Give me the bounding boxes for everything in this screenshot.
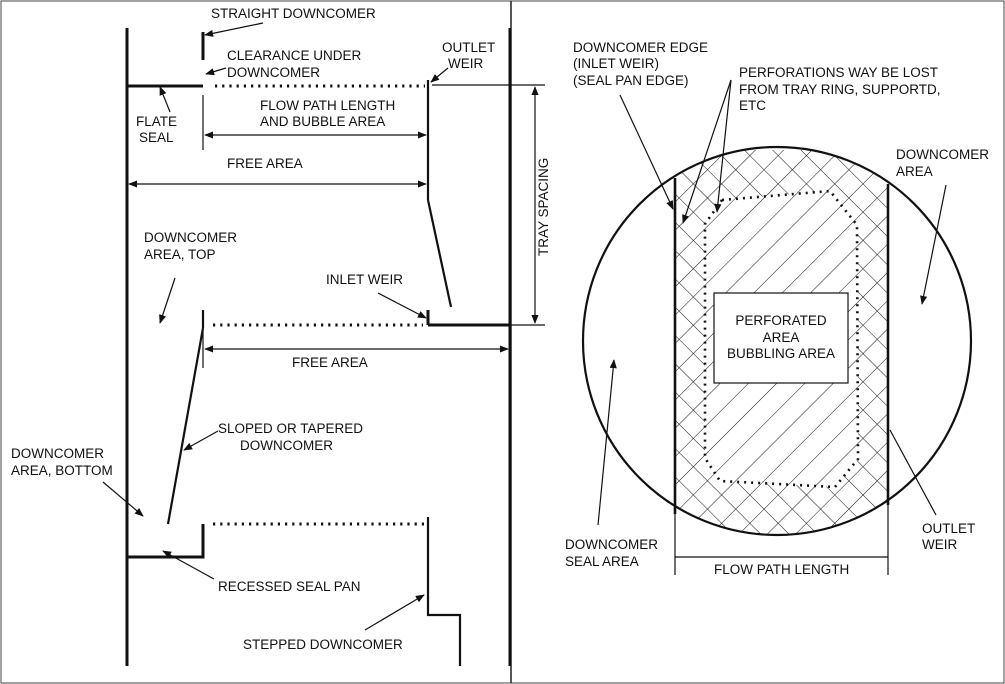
label-stepped-downcomer: STEPPED DOWNCOMER xyxy=(243,637,403,652)
label-perforated-1: PERFORATED xyxy=(735,313,827,328)
sloped-leader xyxy=(183,430,219,451)
label-downcomer-edge-1: DOWNCOMER EDGE xyxy=(573,40,708,55)
label-flow-path-2: AND BUBBLE AREA xyxy=(260,114,385,129)
label-flow-path-length: FLOW PATH LENGTH xyxy=(714,562,849,577)
label-downcomer-edge-2: (INLET WEIR) xyxy=(573,56,659,71)
label-free-area-mid: FREE AREA xyxy=(292,355,368,370)
stepped-downcomer xyxy=(426,517,462,666)
outlet-weir-leader-right xyxy=(889,429,937,516)
label-perforated-3: BUBBLING AREA xyxy=(727,346,835,361)
label-perforations-3: ETC xyxy=(739,98,766,113)
label-flow-path-1: FLOW PATH LENGTH xyxy=(260,98,395,113)
perforated-area-box xyxy=(713,292,849,384)
downcomer-edge-leader xyxy=(619,94,674,210)
label-free-area-top: FREE AREA xyxy=(227,156,303,171)
label-tray-spacing: TRAY SPACING xyxy=(536,158,551,256)
label-flate-seal-2: SEAL xyxy=(139,130,174,145)
outlet-weir-leader xyxy=(430,67,449,83)
label-downcomer-top-1: DOWNCOMER xyxy=(144,230,237,245)
flate-seal-leader xyxy=(159,86,171,113)
label-downcomer-bottom-1: DOWNCOMER xyxy=(11,446,104,461)
tray-plan-drawing: DOWNCOMER EDGE (INLET WEIR) (SEAL PAN ED… xyxy=(565,40,989,577)
downcomer-area-leader xyxy=(920,184,947,305)
straight-downcomer-leader xyxy=(204,22,264,37)
tray-circle xyxy=(581,145,973,537)
label-outlet-weir-1: OUTLET xyxy=(442,40,495,55)
label-perforated-2: AREA xyxy=(763,330,800,345)
label-flate-seal-1: FLATE xyxy=(136,114,177,129)
label-outlet-weir-2: WEIR xyxy=(448,56,483,71)
recessed-seal-pan xyxy=(127,524,205,559)
label-downcomer-area-1: DOWNCOMER xyxy=(896,147,989,162)
label-downcomer-bottom-2: AREA, BOTTOM xyxy=(11,463,113,478)
label-downcomer-area-2: AREA xyxy=(896,164,933,179)
label-perforations-2: FROM TRAY RING, SUPPORTD, xyxy=(739,82,941,97)
label-recessed-seal-pan: RECESSED SEAL PAN xyxy=(218,579,361,594)
label-outlet-weir-right-2: WEIR xyxy=(922,537,957,552)
label-downcomer-edge-3: (SEAL PAN EDGE) xyxy=(573,73,689,88)
clearance-leader xyxy=(205,67,227,76)
seal-area-leader xyxy=(597,359,617,526)
perforations-leader-b xyxy=(714,79,732,213)
column-section-drawing: STRAIGHT DOWNCOMER CLEARANCE UNDER DOWNC… xyxy=(11,6,551,666)
label-seal-area-2: SEAL AREA xyxy=(565,554,639,569)
stepped-leader xyxy=(364,594,425,631)
label-sloped-2: DOWNCOMER xyxy=(240,438,333,453)
label-inlet-weir: INLET WEIR xyxy=(326,272,403,287)
label-perforations-1: PERFORATIONS WAY BE LOST xyxy=(739,65,938,80)
downcomer-top-leader xyxy=(159,277,176,324)
label-straight-downcomer: STRAIGHT DOWNCOMER xyxy=(211,6,376,21)
label-clearance-2: DOWNCOMER xyxy=(227,65,320,80)
perforations-leader-a xyxy=(682,79,732,224)
label-downcomer-top-2: AREA, TOP xyxy=(144,247,216,262)
label-seal-area-1: DOWNCOMER xyxy=(565,537,658,552)
inlet-weir-leader xyxy=(377,292,427,319)
tapered-downcomer-plate xyxy=(166,327,205,525)
label-outlet-weir-right-1: OUTLET xyxy=(922,521,975,536)
recessed-seal-leader xyxy=(162,550,215,580)
label-clearance-1: CLEARANCE UNDER xyxy=(227,48,362,63)
label-sloped-1: SLOPED OR TAPERED xyxy=(218,421,363,436)
sloped-downcomer-lower xyxy=(426,199,453,308)
downcomer-bottom-leader xyxy=(102,481,144,517)
